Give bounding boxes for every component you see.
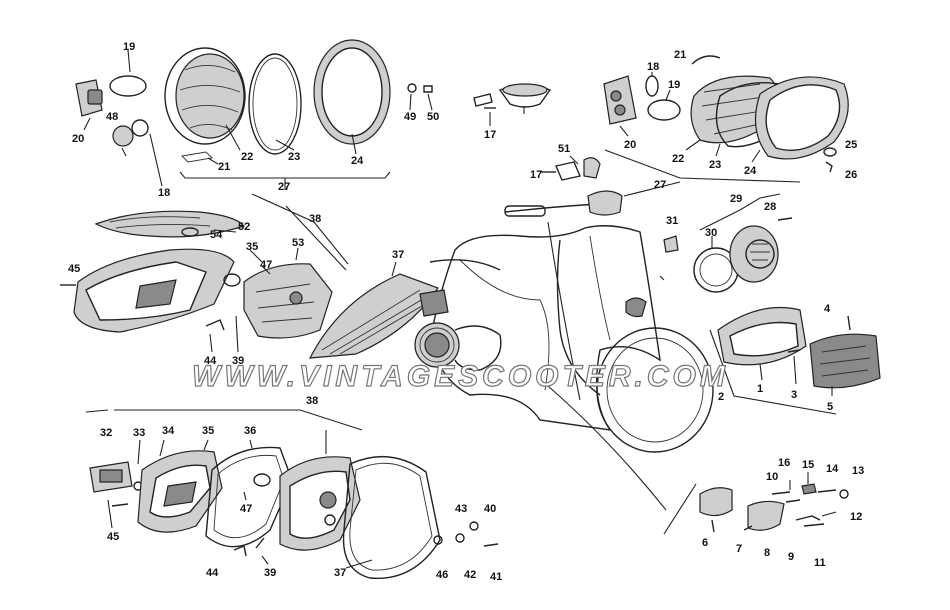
scooter-outline xyxy=(414,190,714,453)
part-label: 3 xyxy=(791,389,797,401)
part-label: 49 xyxy=(404,111,416,123)
part-label: 25 xyxy=(845,139,857,151)
part-label: 45 xyxy=(107,531,119,543)
part-label: 35 xyxy=(246,241,258,253)
rear-light-exploded xyxy=(89,409,499,580)
part-label: 50 xyxy=(427,111,439,123)
part-label: 48 xyxy=(106,111,118,123)
part-label: 29 xyxy=(730,193,742,205)
engine-block xyxy=(414,322,502,371)
leader-arrows xyxy=(85,205,667,511)
part-label: 39 xyxy=(264,567,276,579)
part-label: 18 xyxy=(158,187,170,199)
part-label: 54 xyxy=(210,229,223,241)
part-label: 31 xyxy=(666,215,678,227)
watermark-text: WWW.VINTAGESCOOTER.COM xyxy=(192,360,729,393)
part-label: 35 xyxy=(202,425,214,437)
part-label: 39 xyxy=(232,355,244,367)
part-label: 24 xyxy=(351,155,364,167)
part-label: 20 xyxy=(624,139,636,151)
part-label: 38 xyxy=(309,213,321,225)
part-label: 52 xyxy=(238,221,250,233)
part-label: 44 xyxy=(204,355,217,367)
switch-parts xyxy=(540,155,793,293)
part-label: 23 xyxy=(288,151,300,163)
part-label: 33 xyxy=(133,427,145,439)
part-label: 46 xyxy=(436,569,448,581)
part-label: 2 xyxy=(718,391,724,403)
part-label: 19 xyxy=(123,41,135,53)
part-label: 37 xyxy=(392,249,404,261)
part-label: 17 xyxy=(530,169,542,181)
headlight-assembly-right xyxy=(603,55,849,197)
part-label: 26 xyxy=(845,169,857,181)
part-label: 5 xyxy=(827,401,833,413)
part-label: 7 xyxy=(736,543,742,555)
part-label: 47 xyxy=(260,259,272,271)
part-label: 30 xyxy=(705,227,717,239)
part-label: 8 xyxy=(764,547,770,559)
part-label: 23 xyxy=(709,159,721,171)
part-label: 9 xyxy=(788,551,794,563)
part-label: 10 xyxy=(766,471,778,483)
part-label: 27 xyxy=(278,181,290,193)
part-label: 14 xyxy=(826,463,839,475)
part-label: 27 xyxy=(654,179,666,191)
part-label: 22 xyxy=(672,153,684,165)
part-label: 44 xyxy=(206,567,219,579)
part-label: 38 xyxy=(306,395,318,407)
rear-housing-left xyxy=(60,193,349,353)
part-label: 43 xyxy=(455,503,467,515)
part-label: 42 xyxy=(464,569,476,581)
part-label: 4 xyxy=(824,303,831,315)
part-label: 21 xyxy=(674,49,686,61)
part-label: 15 xyxy=(802,459,814,471)
part-label: 6 xyxy=(702,537,708,549)
part-label: 34 xyxy=(162,425,175,437)
part-label: 28 xyxy=(764,201,776,213)
part-label: 11 xyxy=(814,557,826,569)
part-label: 22 xyxy=(241,151,253,163)
part-number-labels: 19 20 48 18 21 22 23 24 27 49 50 17 51 1… xyxy=(68,41,864,583)
part-label: 12 xyxy=(850,511,862,523)
part-label: 19 xyxy=(668,79,680,91)
part-label: 16 xyxy=(778,457,790,469)
headlight-assembly-left xyxy=(75,39,433,190)
part-label: 1 xyxy=(757,383,763,395)
part-label: 47 xyxy=(240,503,252,515)
part-label: 32 xyxy=(100,427,112,439)
tail-lamp-assembly xyxy=(709,306,881,415)
floor-mat xyxy=(308,261,449,359)
part-label: 40 xyxy=(484,503,496,515)
part-label: 13 xyxy=(852,465,864,477)
part-label: 24 xyxy=(744,165,757,177)
part-label: 20 xyxy=(72,133,84,145)
part-label: 21 xyxy=(218,161,230,173)
part-label: 18 xyxy=(647,61,659,73)
speedometer-parts xyxy=(473,83,552,126)
part-label: 37 xyxy=(334,567,346,579)
part-label: 51 xyxy=(558,143,570,155)
switch-assembly-bottom-right xyxy=(663,472,849,535)
part-label: 17 xyxy=(484,129,496,141)
part-label: 41 xyxy=(490,571,502,583)
part-label: 53 xyxy=(292,237,304,249)
part-label: 36 xyxy=(244,425,256,437)
part-label: 45 xyxy=(68,263,80,275)
